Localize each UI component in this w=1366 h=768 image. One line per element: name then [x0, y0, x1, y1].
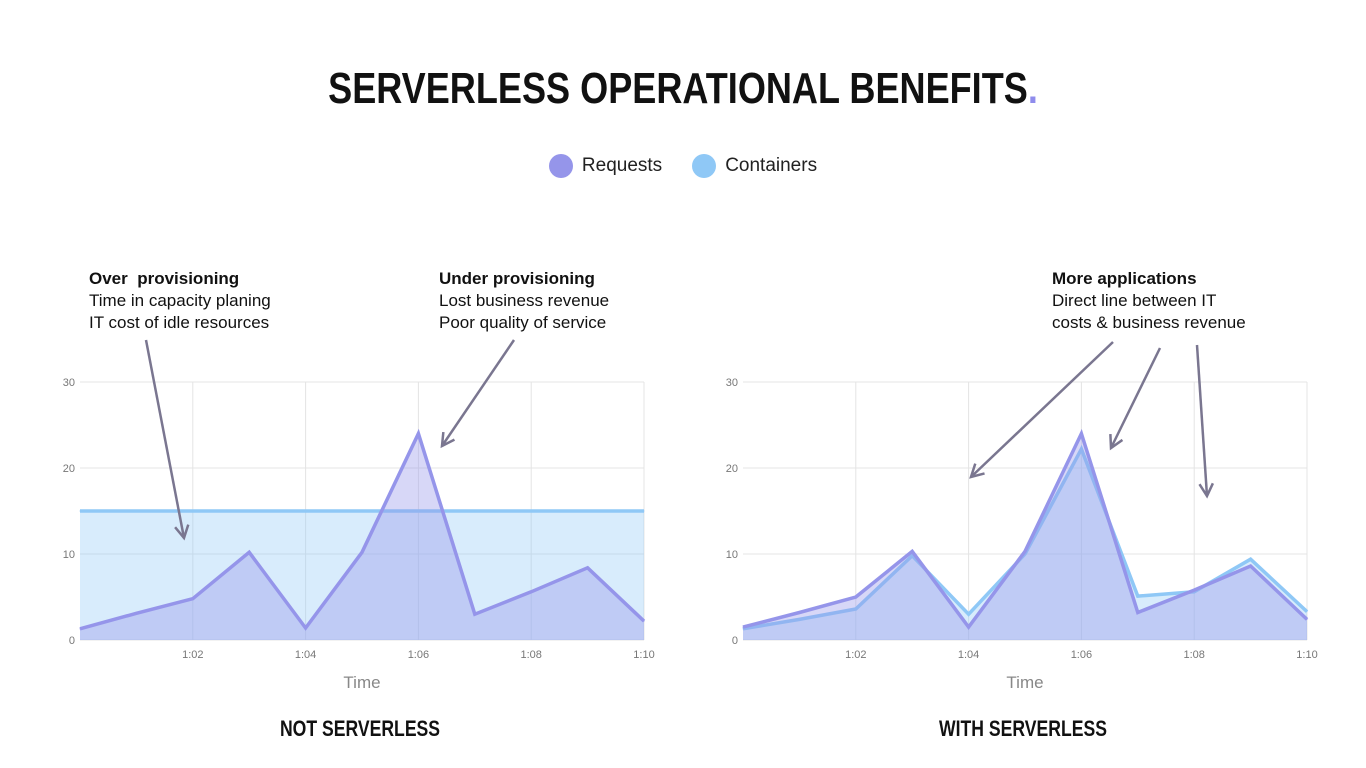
data-point-requests [135, 612, 137, 614]
x-tick-label: 1:10 [633, 649, 654, 661]
data-point-requests [1080, 433, 1082, 435]
annotation-heading: Over provisioning [89, 269, 240, 288]
title-dot: . [1027, 64, 1038, 113]
legend-swatch-requests [548, 154, 573, 178]
data-point-requests [968, 626, 970, 628]
data-point-containers [855, 608, 857, 610]
data-point-containers [79, 510, 81, 512]
annotation-line: Lost business revenue [439, 291, 610, 310]
y-tick-label: 10 [63, 549, 75, 561]
data-point-containers [798, 618, 800, 620]
title-text: SERVERLESS OPERATIONAL BENEFITS [328, 64, 1028, 113]
x-tick-label: 1:06 [408, 649, 429, 661]
data-point-containers [248, 510, 250, 512]
x-tick-label: 1:10 [1296, 649, 1317, 661]
data-point-requests [643, 620, 645, 622]
data-point-requests [1193, 589, 1195, 591]
data-point-containers [643, 510, 645, 512]
y-tick-label: 10 [726, 549, 738, 561]
data-point-containers [968, 613, 970, 615]
data-point-requests [855, 596, 857, 598]
data-point-containers [1306, 611, 1308, 613]
y-tick-label: 20 [726, 463, 738, 475]
legend-item-requests[interactable]: Requests [548, 154, 663, 178]
data-point-requests [1306, 618, 1308, 620]
annotation-line: Poor quality of service [439, 313, 607, 332]
data-point-containers [192, 510, 194, 512]
data-point-containers [474, 510, 476, 512]
annotation-line: costs & business revenue [1052, 313, 1246, 332]
data-point-requests [248, 551, 250, 553]
data-point-requests [417, 433, 419, 435]
legend-item-containers[interactable]: Containers [692, 154, 817, 178]
legend-swatch-containers [692, 154, 717, 178]
data-point-containers [135, 510, 137, 512]
x-tick-label: 1:08 [520, 649, 541, 661]
series-area-requests [743, 433, 1307, 640]
data-point-requests [798, 611, 800, 613]
data-point-containers [1137, 595, 1139, 597]
annotation-line: Time in capacity planing [89, 291, 271, 310]
annotation-heading: Under provisioning [439, 269, 595, 288]
data-point-containers [911, 555, 913, 557]
y-tick-label: 0 [732, 635, 738, 647]
x-tick-label: 1:08 [1183, 649, 1204, 661]
x-tick-label: 1:02 [845, 649, 866, 661]
annotation-heading: More applications [1052, 269, 1197, 288]
data-point-requests [911, 550, 913, 552]
data-point-containers [587, 510, 589, 512]
y-tick-label: 30 [726, 377, 738, 389]
y-tick-label: 20 [63, 463, 75, 475]
data-point-requests [587, 567, 589, 569]
y-tick-label: 0 [69, 635, 75, 647]
chart-caption-right: WITH SERVERLESS [939, 716, 1107, 741]
annotation-over-provisioning: Over provisioning Time in capacity plani… [89, 268, 271, 334]
data-point-requests [361, 551, 363, 553]
series-area-containers [80, 511, 644, 640]
data-point-containers [305, 510, 307, 512]
data-point-requests [530, 591, 532, 593]
x-axis-label: Time [343, 673, 380, 692]
annotation-under-provisioning: Under provisioning Lost business revenue… [439, 268, 609, 334]
y-tick-label: 30 [63, 377, 75, 389]
data-point-requests [474, 613, 476, 615]
data-point-containers [530, 510, 532, 512]
data-point-requests [1137, 611, 1139, 613]
x-tick-label: 1:06 [1071, 649, 1092, 661]
x-tick-label: 1:02 [182, 649, 203, 661]
x-tick-label: 1:04 [295, 649, 316, 661]
series-area-containers [743, 449, 1307, 640]
data-point-requests [1250, 565, 1252, 567]
chart-caption-left: NOT SERVERLESS [279, 716, 441, 741]
data-point-containers [1250, 558, 1252, 560]
data-point-containers [417, 510, 419, 512]
annotation-line: Direct line between IT [1052, 291, 1217, 310]
page-title: SERVERLESS OPERATIONAL BENEFITS. [123, 64, 1243, 114]
data-point-requests [79, 628, 81, 630]
legend-label-containers: Containers [725, 155, 818, 176]
data-point-requests [742, 626, 744, 628]
data-point-requests [192, 598, 194, 600]
chart-legend: Requests Containers [0, 154, 1366, 178]
series-area-requests [80, 433, 644, 640]
data-point-requests [305, 627, 307, 629]
data-point-requests [1024, 550, 1026, 552]
data-point-containers [742, 628, 744, 630]
annotation-more-applications: More applications Direct line between IT… [1052, 268, 1246, 334]
annotation-line: IT cost of idle resources [89, 313, 270, 332]
data-point-containers [361, 510, 363, 512]
x-axis-label: Time [1006, 673, 1043, 692]
x-tick-label: 1:04 [958, 649, 979, 661]
legend-label-requests: Requests [581, 155, 663, 176]
